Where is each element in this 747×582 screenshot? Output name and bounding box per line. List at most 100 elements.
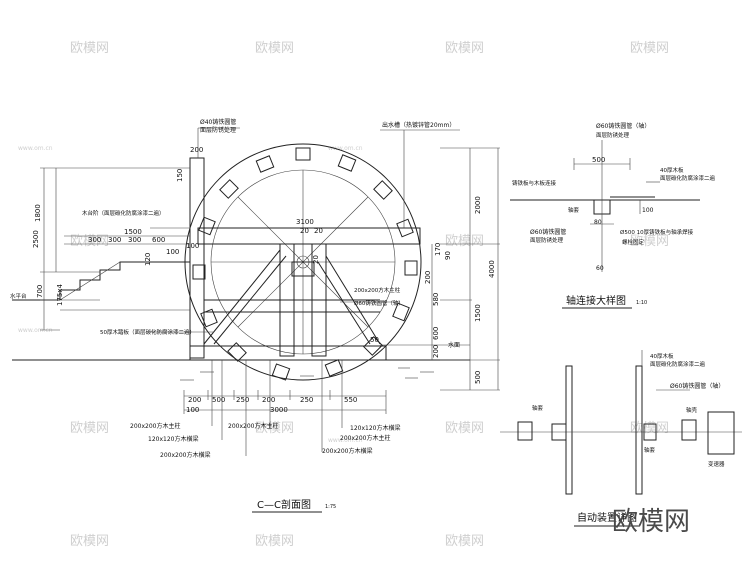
dim-150: 150 (176, 169, 184, 182)
dim-100b: 100 (186, 242, 199, 250)
ax-label-left: 铸铁板与木板连接 (512, 179, 557, 187)
ax-label-right2: Ø500 10厚铸铁板与轴承焊接 (620, 228, 694, 236)
dim-b200b: 200 (262, 396, 275, 404)
auto-detail-title: 自动装置详图 (577, 511, 637, 524)
watermark-1: 欧模网 (70, 41, 109, 56)
dim-4000: 4000 (488, 260, 496, 278)
dim-300a: 300 (88, 236, 101, 244)
dim-20c: 20 (312, 255, 320, 264)
dim-3100: 3100 (296, 218, 314, 226)
watermark-12: 欧模网 (70, 534, 109, 549)
label-trough: 出水槽（热镀锌管20mm） (382, 121, 455, 129)
dim-200-right-2: 200 (432, 345, 440, 358)
watermark-small-1: www.om.cn (18, 145, 53, 152)
dim-90: 90 (444, 251, 452, 260)
ax-dim-80: 80 (594, 219, 602, 226)
dim-20a: 20 (300, 227, 309, 235)
label-b6: 200x200方木主柱 (340, 434, 390, 442)
stairs (59, 261, 190, 311)
watermark-9: 欧模网 (255, 421, 294, 436)
label-b2: 120x120方木横梁 (148, 435, 198, 443)
auto-shell (681, 419, 697, 441)
ax-dim-100: 100 (642, 207, 654, 214)
watermark-13: 欧模网 (255, 534, 294, 549)
watermark-small-3: www.om.cn (18, 327, 53, 334)
dim-50: 50 (370, 336, 379, 344)
dim-b250a: 250 (236, 396, 249, 404)
dim-200-right: 200 (424, 271, 432, 284)
au-label-top: 40厚木板 (650, 352, 674, 360)
dim-700: 700 (36, 285, 44, 298)
ax-label-fix: 螺栓固定 (622, 238, 645, 246)
left-column (189, 157, 205, 359)
left-dimensions (40, 167, 190, 331)
brand-watermark: 欧模网 (612, 507, 690, 537)
dim-b100: 100 (186, 406, 199, 414)
auto-left-wall (565, 365, 573, 495)
right-dimensions (431, 147, 500, 391)
bottom-dimensions (183, 390, 387, 414)
watermark-4: 欧模网 (630, 41, 669, 56)
watermark-10: 欧模网 (445, 421, 484, 436)
auto-left-bearing (517, 421, 533, 441)
label-platform: 木台阶（面层碳化防腐涂漆二遍） (82, 209, 165, 217)
watermarks: 欧模网 欧模网 欧模网 欧模网 欧模网 欧模网 欧模网 欧模网 欧模网 欧模网 … (18, 41, 669, 549)
watermark-5: 欧模网 (70, 234, 109, 249)
dim-600-right: 600 (432, 327, 440, 340)
axle-block (291, 261, 315, 277)
dim-170: 170 (434, 243, 442, 256)
dim-100: 100 (166, 248, 179, 256)
label-pipe-top: Ø40铸铁圆管 (200, 118, 236, 126)
waterwheel-section: Ø40铸铁圆管 面层防锈处理 出水槽（热镀锌管20mm） 木台阶（面层碳化防腐涂… (10, 118, 500, 513)
au-label-right: 轴壳 (686, 406, 698, 414)
watermark-8: 欧模网 (70, 421, 109, 436)
section-scale: 1:75 (325, 504, 336, 510)
ax-label-pipe-sub: 面层防锈处理 (596, 131, 630, 139)
dim-2000: 2000 (474, 196, 482, 214)
dim-b550: 550 (344, 396, 357, 404)
dim-175x4: 175x4 (56, 283, 64, 306)
water-hatching (180, 367, 434, 381)
dim-600: 600 (152, 236, 165, 244)
dim-300b: 300 (108, 236, 121, 244)
au-label-pipe: Ø60铸铁圆管（轴） (670, 382, 724, 390)
top-beam (197, 227, 421, 245)
label-b5: 120x120方木横梁 (350, 424, 400, 432)
au-label-top-sub: 面层碳化防腐涂漆二遍 (650, 360, 706, 368)
watermark-7: 欧模网 (630, 234, 669, 249)
auto-mid-bearing (551, 423, 567, 441)
label-water-level: 水面 (448, 341, 460, 349)
dim-120: 120 (144, 253, 152, 266)
auto-device-detail: 40厚木板 面层碳化防腐涂漆二遍 Ø60铸铁圆管（轴） 轴套 轴套 轴壳 变速器… (500, 350, 742, 527)
watermark-6: 欧模网 (445, 234, 484, 249)
dim-300c: 300 (128, 236, 141, 244)
dim-2500: 2500 (32, 230, 40, 248)
label-beam-200-top: 200x200方木主柱 (354, 286, 401, 294)
label-b3: 200x200方木横梁 (160, 451, 210, 459)
label-water-platform: 水平台 (10, 292, 27, 300)
dim-b250b: 250 (300, 396, 313, 404)
dim-b200a: 200 (188, 396, 201, 404)
base-beam (189, 345, 387, 361)
dim-500-right: 500 (474, 371, 482, 384)
axis-detail-title: 轴连接大样图 (566, 294, 626, 307)
watermark-14: 欧模网 (445, 534, 484, 549)
au-label-mid: 轴套 (644, 446, 656, 454)
dim-20b: 20 (314, 227, 323, 235)
dim-1500-right: 1500 (474, 304, 482, 322)
auto-gearbox (707, 411, 735, 455)
ax-label-bolt: 轴套 (568, 206, 580, 214)
label-pipe-mid: Ø60铸铁圆管（轴） (354, 299, 404, 307)
label-pipe-top-sub: 面层防锈处理 (200, 126, 236, 134)
section-title: C—C剖面图 (257, 498, 311, 511)
axis-detail: Ø60铸铁圆管（轴） 面层防锈处理 500 40厚木板 面层碳化防腐涂漆二遍 铸… (510, 122, 716, 309)
dim-b3000: 3000 (270, 406, 288, 414)
ax-dim-60: 60 (596, 265, 604, 272)
dim-580: 580 (432, 293, 440, 306)
ax-label-right-sub: 面层碳化防腐涂漆二遍 (660, 174, 716, 182)
ax-label-pipe: Ø60铸铁圆管（轴） (596, 122, 650, 130)
dim-200-top: 200 (190, 146, 203, 154)
watermark-small-2: www.om.cn (328, 145, 363, 152)
ax-label-pipe2: Ø60铸铁圆管 (530, 228, 566, 236)
watermark-2: 欧模网 (255, 41, 294, 56)
